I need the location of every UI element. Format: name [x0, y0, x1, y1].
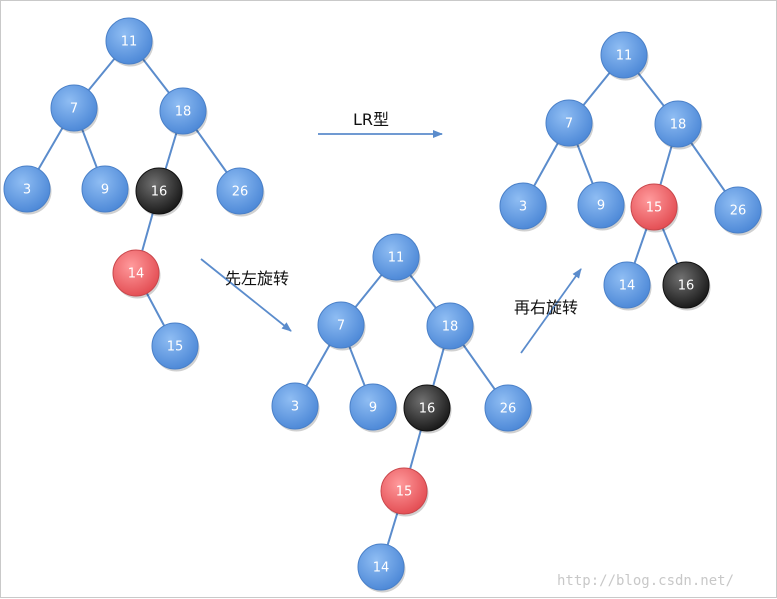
node-circle	[403, 384, 451, 432]
node-after-right-rotation-18: 18	[654, 100, 703, 150]
node-label: 3	[291, 400, 299, 415]
node-after-left-rotation-11: 11	[372, 233, 421, 283]
node-original-18: 18	[159, 87, 208, 137]
node-label: 18	[175, 105, 192, 120]
node-circle	[357, 543, 405, 591]
node-label: 18	[442, 320, 459, 335]
arrow-left-rotate	[200, 258, 292, 332]
node-label: 7	[70, 102, 78, 117]
node-after-left-rotation-3: 3	[271, 382, 320, 432]
node-label: 16	[419, 402, 436, 417]
node-original-15: 15	[151, 322, 200, 372]
node-label: 9	[597, 199, 605, 214]
node-original-14: 14	[112, 249, 161, 299]
node-circle	[484, 384, 532, 432]
node-after-left-rotation-18: 18	[426, 302, 475, 352]
node-circle	[81, 165, 129, 213]
node-circle	[380, 467, 428, 515]
node-after-right-rotation-26: 26	[714, 186, 763, 236]
node-circle	[135, 167, 183, 215]
node-label: 3	[23, 183, 31, 198]
node-after-right-rotation-14: 14	[603, 261, 652, 311]
node-label: 9	[101, 183, 109, 198]
node-label: 15	[646, 201, 663, 216]
node-label: 14	[373, 561, 390, 576]
node-original-7: 7	[50, 84, 99, 134]
node-label: 14	[619, 279, 636, 294]
node-after-right-rotation-16: 16	[662, 261, 711, 311]
node-circle	[577, 181, 625, 229]
node-after-right-rotation-9: 9	[577, 181, 626, 231]
node-label: 11	[388, 251, 405, 266]
node-circle	[349, 383, 397, 431]
caption-lr-type: LR型	[353, 110, 389, 129]
node-after-right-rotation-3: 3	[499, 182, 548, 232]
node-after-left-rotation-26: 26	[484, 384, 533, 434]
node-circle	[317, 301, 365, 349]
node-after-left-rotation-9: 9	[349, 383, 398, 433]
node-original-16: 16	[135, 167, 184, 217]
node-label: 16	[678, 279, 695, 294]
node-label: 11	[616, 49, 633, 64]
node-circle	[112, 249, 160, 297]
nodes-layer: 11 7 18 3 9 16 26 14 15 11 7 18 3 9 16 26 15 14 11 7 18 3 9 15 2…	[3, 17, 763, 593]
node-after-left-rotation-16: 16	[403, 384, 452, 434]
node-label: 14	[128, 267, 145, 282]
node-circle	[654, 100, 702, 148]
node-circle	[271, 382, 319, 430]
node-label: 3	[519, 200, 527, 215]
node-label: 7	[337, 319, 345, 334]
node-circle	[545, 99, 593, 147]
node-original-11: 11	[105, 17, 154, 67]
node-after-left-rotation-7: 7	[317, 301, 366, 351]
node-label: 15	[167, 340, 184, 355]
node-label: 26	[730, 204, 747, 219]
node-label: 11	[121, 35, 138, 50]
node-circle	[426, 302, 474, 350]
node-circle	[499, 182, 547, 230]
arrow-right-rotate	[520, 268, 582, 354]
node-label: 16	[151, 185, 168, 200]
caption-then-right-rotate: 再右旋转	[514, 298, 578, 317]
node-label: 9	[369, 401, 377, 416]
node-circle	[105, 17, 153, 65]
node-label: 18	[670, 118, 687, 133]
node-label: 15	[396, 485, 413, 500]
node-circle	[3, 165, 51, 213]
node-circle	[159, 87, 207, 135]
node-after-left-rotation-14: 14	[357, 543, 406, 593]
node-circle	[151, 322, 199, 370]
node-circle	[216, 167, 264, 215]
node-label: 7	[565, 117, 573, 132]
node-after-right-rotation-11: 11	[600, 31, 649, 81]
node-after-left-rotation-15: 15	[380, 467, 429, 517]
node-circle	[50, 84, 98, 132]
node-original-26: 26	[216, 167, 265, 217]
node-original-3: 3	[3, 165, 52, 215]
node-after-right-rotation-7: 7	[545, 99, 594, 149]
node-after-right-rotation-15: 15	[630, 183, 679, 233]
node-label: 26	[500, 402, 517, 417]
watermark: http://blog.csdn.net/	[557, 573, 734, 589]
caption-left-rotate-first: 先左旋转	[225, 269, 289, 288]
node-circle	[603, 261, 651, 309]
node-circle	[600, 31, 648, 79]
node-circle	[714, 186, 762, 234]
node-circle	[372, 233, 420, 281]
node-label: 26	[232, 185, 249, 200]
node-circle	[630, 183, 678, 231]
node-circle	[662, 261, 710, 309]
node-original-9: 9	[81, 165, 130, 215]
